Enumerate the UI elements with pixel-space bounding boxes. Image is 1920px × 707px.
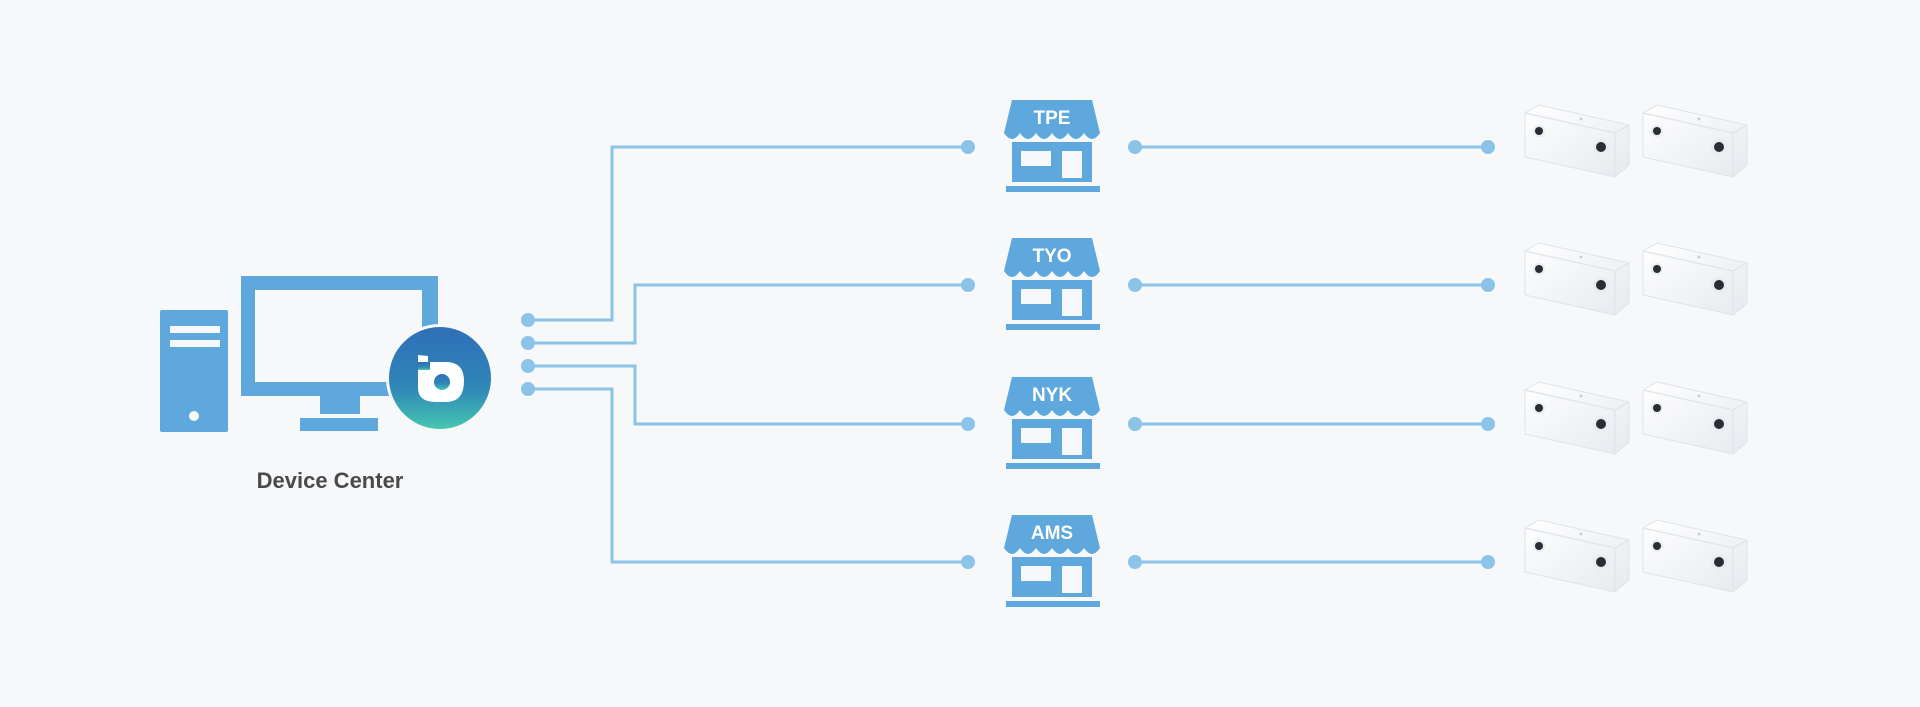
store-in-dot — [961, 555, 975, 569]
hub-connections — [528, 145, 968, 564]
store-icon: NYK — [1004, 377, 1100, 469]
store-row-nyk: NYK — [961, 377, 1748, 469]
people-counter-sensor-icon — [1524, 104, 1630, 178]
store-icon: TYO — [1004, 238, 1100, 330]
people-counter-sensor-icon — [1642, 519, 1748, 593]
people-counter-sensor-icon — [1524, 519, 1630, 593]
store-out-dot — [1128, 417, 1142, 431]
store-code-label: TPE — [1034, 108, 1071, 129]
people-counter-sensor-icon — [1642, 242, 1748, 316]
store-out-dot — [1128, 555, 1142, 569]
store-row-tpe: TPE — [961, 100, 1748, 192]
sensor-in-dot — [1481, 278, 1495, 292]
store-row-ams: AMS — [961, 515, 1748, 607]
store-out-dot — [1128, 278, 1142, 292]
store-code-label: AMS — [1031, 523, 1073, 544]
store-row-tyo: TYO — [961, 238, 1748, 330]
hub-port-dots — [521, 313, 535, 396]
people-counter-sensor-icon — [1642, 381, 1748, 455]
store-icon: TPE — [1004, 100, 1100, 192]
people-counter-sensor-icon — [1524, 381, 1630, 455]
store-in-dot — [961, 417, 975, 431]
device-center-label: Device Center — [256, 468, 404, 493]
store-out-dot — [1128, 140, 1142, 154]
sensor-in-dot — [1481, 417, 1495, 431]
device-center-logo-icon — [386, 324, 494, 432]
people-counter-sensor-icon — [1642, 104, 1748, 178]
people-counter-sensor-icon — [1524, 242, 1630, 316]
sensor-in-dot — [1481, 555, 1495, 569]
store-code-label: NYK — [1032, 385, 1072, 406]
store-icon: AMS — [1004, 515, 1100, 607]
store-in-dot — [961, 140, 975, 154]
sensor-in-dot — [1481, 140, 1495, 154]
store-in-dot — [961, 278, 975, 292]
store-code-label: TYO — [1032, 246, 1071, 267]
